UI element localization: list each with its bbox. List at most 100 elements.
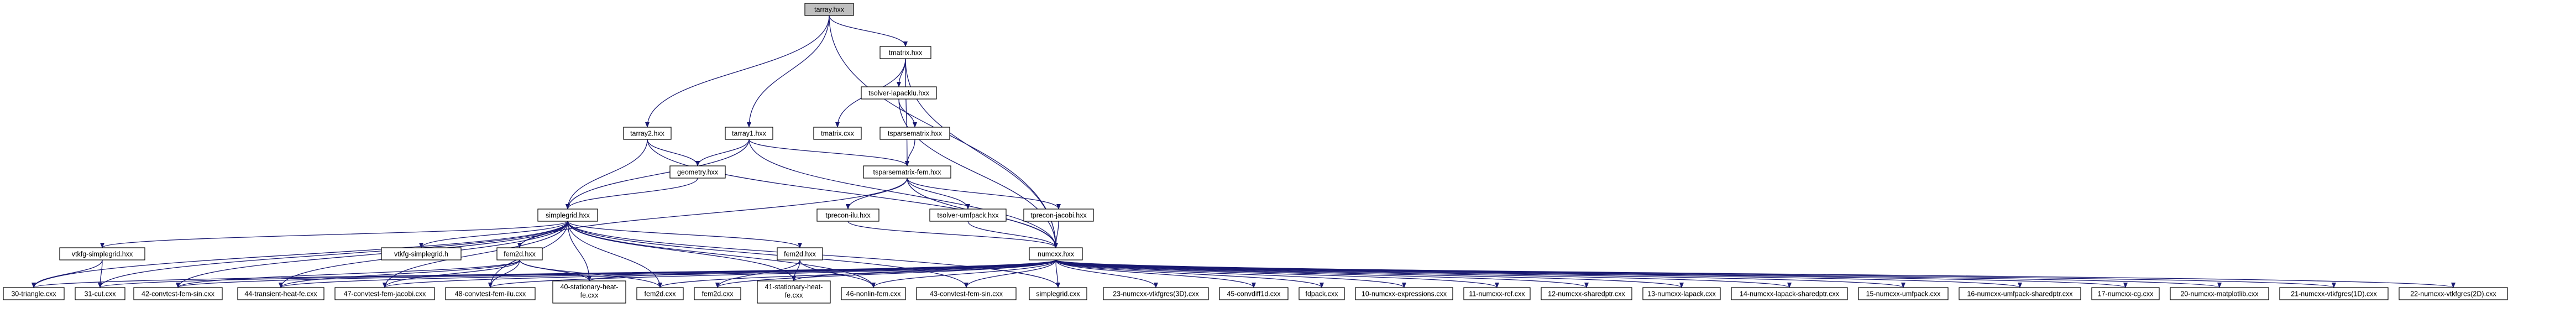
- node-b12[interactable]: 12-numcxx-sharedptr.cxx: [1541, 287, 1632, 300]
- node-box: [694, 287, 741, 300]
- node-geometry[interactable]: geometry.hxx: [669, 165, 726, 179]
- node-tmatrix-hxx[interactable]: tmatrix.hxx: [879, 46, 931, 59]
- node-tsolver-umf[interactable]: tsolver-umfpack.hxx: [929, 208, 1007, 222]
- node-b45[interactable]: 45-convdiff1d.cxx: [1219, 287, 1289, 300]
- edge-tsparse_fem-to-tsolver_umf: [907, 178, 970, 210]
- node-label: fem2d.hxx: [784, 251, 816, 258]
- node-b15[interactable]: 15-numcxx-umfpack.cxx: [1858, 287, 1949, 300]
- edge-numcxx_hxx-to-b11: [1055, 259, 1499, 288]
- node-tprecon-ilu[interactable]: tprecon-ilu.hxx: [816, 208, 879, 222]
- node-b40[interactable]: 40-stationary-heat-fe.cxx: [552, 280, 626, 304]
- node-b23[interactable]: 23-numcxx-vtkfgres(3D).cxx: [1103, 287, 1209, 300]
- edge-simplegrid_hxx-to-b40: [567, 221, 591, 281]
- node-b14[interactable]: 14-numcxx-lapack-sharedptr.cxx: [1731, 287, 1848, 300]
- node-b13[interactable]: 13-numcxx-lapack.cxx: [1642, 287, 1721, 300]
- edge-fem2d_hxx_a-to-b44: [279, 259, 520, 288]
- node-numcxx-hxx[interactable]: numcxx.hxx: [1029, 247, 1083, 260]
- node-tarray1[interactable]: tarray1.hxx: [725, 127, 773, 140]
- node-label: tarray2.hxx: [630, 130, 665, 138]
- node-label: 17-numcxx-cg.cxx: [2098, 290, 2154, 298]
- node-tsparse-fem[interactable]: tsparsematrix-fem.hxx: [863, 165, 951, 179]
- node-b41[interactable]: 41-stationary-heat-fe.cxx: [757, 280, 831, 304]
- node-box: [777, 247, 823, 260]
- node-box: [237, 287, 324, 300]
- edge-numcxx_hxx-to-b15: [1055, 259, 1905, 288]
- node-box: [133, 287, 223, 300]
- node-box: [496, 247, 543, 260]
- node-tprecon-jac[interactable]: tprecon-jacobi.hxx: [1023, 208, 1094, 222]
- node-simplegrid-hxx[interactable]: simplegrid.hxx: [537, 208, 598, 222]
- node-fem2d-hxx-b[interactable]: fem2d.hxx: [777, 247, 823, 260]
- edge-tarray-to-tarray2: [645, 15, 830, 128]
- node-b10[interactable]: 10-numcxx-expressions.cxx: [1355, 287, 1453, 300]
- edge-tmatrix_hxx-to-tsolver_lu: [897, 58, 906, 87]
- node-b48[interactable]: 48-convtest-fem-ilu.cxx: [445, 287, 536, 300]
- node-b21[interactable]: 21-numcxx-vtkfgres(1D).cxx: [2279, 287, 2389, 300]
- node-b11[interactable]: 11-numcxx-ref.cxx: [1463, 287, 1531, 300]
- node-b17[interactable]: 17-numcxx-cg.cxx: [2091, 287, 2160, 300]
- edge-simplegrid_hxx-to-vtkfg_h: [419, 221, 568, 248]
- node-box: [3, 287, 65, 300]
- edge-numcxx_hxx-to-b10: [1055, 259, 1406, 288]
- node-label: 45-convdiff1d.cxx: [1227, 290, 1281, 298]
- node-tsparse-hxx[interactable]: tsparsematrix.hxx: [879, 127, 950, 140]
- node-label: 47-convtest-fem-jacobi.cxx: [344, 290, 426, 298]
- edge-simplegrid_hxx-to-b30: [32, 221, 568, 288]
- node-label: 21-numcxx-vtkfgres(1D).cxx: [2291, 290, 2377, 298]
- node-label: 15-numcxx-umfpack.cxx: [1866, 290, 1941, 298]
- node-box: [1029, 247, 1083, 260]
- edge-simplegrid_hxx-to-bfem2d_a: [567, 221, 662, 288]
- node-tsolver-lu[interactable]: tsolver-lapacklu.hxx: [861, 86, 937, 100]
- edge-tsparse_hxx-to-tsparse_fem: [905, 139, 915, 166]
- node-fem2d-hxx-a[interactable]: fem2d.hxx: [496, 247, 543, 260]
- node-tarray2[interactable]: tarray2.hxx: [623, 127, 672, 140]
- node-label: tmatrix.cxx: [821, 130, 854, 138]
- node-bsimplegrid[interactable]: simplegrid.cxx: [1029, 287, 1087, 300]
- node-b30[interactable]: 30-triangle.cxx: [3, 287, 65, 300]
- node-label: fem2d.cxx: [645, 290, 677, 298]
- edge-numcxx_hxx-to-bfdpack: [1055, 259, 1324, 288]
- edge-numcxx_hxx-to-b30: [32, 259, 1056, 288]
- node-box: [929, 208, 1007, 222]
- edge-numcxx_hxx-to-b43: [964, 259, 1056, 288]
- node-box: [757, 280, 831, 304]
- edge-numcxx_hxx-to-b23: [1055, 259, 1158, 288]
- edge-numcxx_hxx-to-b41: [792, 259, 1056, 281]
- edge-tsparse_fem-to-tprecon_jac: [907, 178, 1061, 210]
- node-box: [1463, 287, 1531, 300]
- edge-tarray-to-tmatrix_hxx: [829, 15, 908, 47]
- node-label: fe.cxx: [580, 291, 599, 299]
- node-tmatrix-cxx[interactable]: tmatrix.cxx: [813, 127, 862, 140]
- node-b46[interactable]: 46-nonlin-fem.cxx: [841, 287, 906, 300]
- edge-geometry-to-simplegrid_hxx: [566, 178, 698, 210]
- edge-numcxx_hxx-to-b14: [1055, 259, 1792, 288]
- node-box: [1029, 287, 1087, 300]
- node-box: [804, 3, 854, 16]
- node-label: tsparsematrix-fem.hxx: [873, 169, 942, 176]
- node-b47[interactable]: 47-convtest-fem-jacobi.cxx: [334, 287, 435, 300]
- node-box: [334, 287, 435, 300]
- node-label: numcxx.hxx: [1038, 251, 1075, 258]
- node-box: [879, 46, 931, 59]
- node-bfdpack[interactable]: fdpack.cxx: [1299, 287, 1345, 300]
- node-b42[interactable]: 42-convtest-fem-sin.cxx: [133, 287, 223, 300]
- node-tarray[interactable]: tarray.hxx: [804, 3, 854, 16]
- node-b43[interactable]: 43-convtest-fem-sin.cxx: [916, 287, 1017, 300]
- edge-tarray2-to-geometry: [647, 139, 700, 166]
- node-b44[interactable]: 44-transient-heat-fe.cxx: [237, 287, 324, 300]
- edge-tarray1-to-simplegrid_hxx: [566, 139, 750, 210]
- node-label: 22-numcxx-vtkfgres(2D).cxx: [2410, 290, 2496, 298]
- node-b16[interactable]: 16-numcxx-umfpack-sharedptr.cxx: [1959, 287, 2081, 300]
- node-b31[interactable]: 31-cut.cxx: [75, 287, 125, 300]
- node-vtkfg-h[interactable]: vtkfg-simplegrid.h: [381, 247, 462, 260]
- node-label: 16-numcxx-umfpack-sharedptr.cxx: [1967, 290, 2073, 298]
- node-bfem2d-a[interactable]: fem2d.cxx: [636, 287, 684, 300]
- node-box: [1642, 287, 1721, 300]
- node-bfem2d-b[interactable]: fem2d.cxx: [694, 287, 741, 300]
- node-label: tarray1.hxx: [732, 130, 767, 138]
- node-label: fem2d.cxx: [702, 290, 734, 298]
- node-b20[interactable]: 20-numcxx-matplotlib.cxx: [2170, 287, 2269, 300]
- node-b22[interactable]: 22-numcxx-vtkfgres(2D).cxx: [2399, 287, 2508, 300]
- edge-fem2d_hxx_b-to-b46: [799, 259, 876, 288]
- node-vtkfg-hxx[interactable]: vtkfg-simplegrid.hxx: [59, 247, 145, 260]
